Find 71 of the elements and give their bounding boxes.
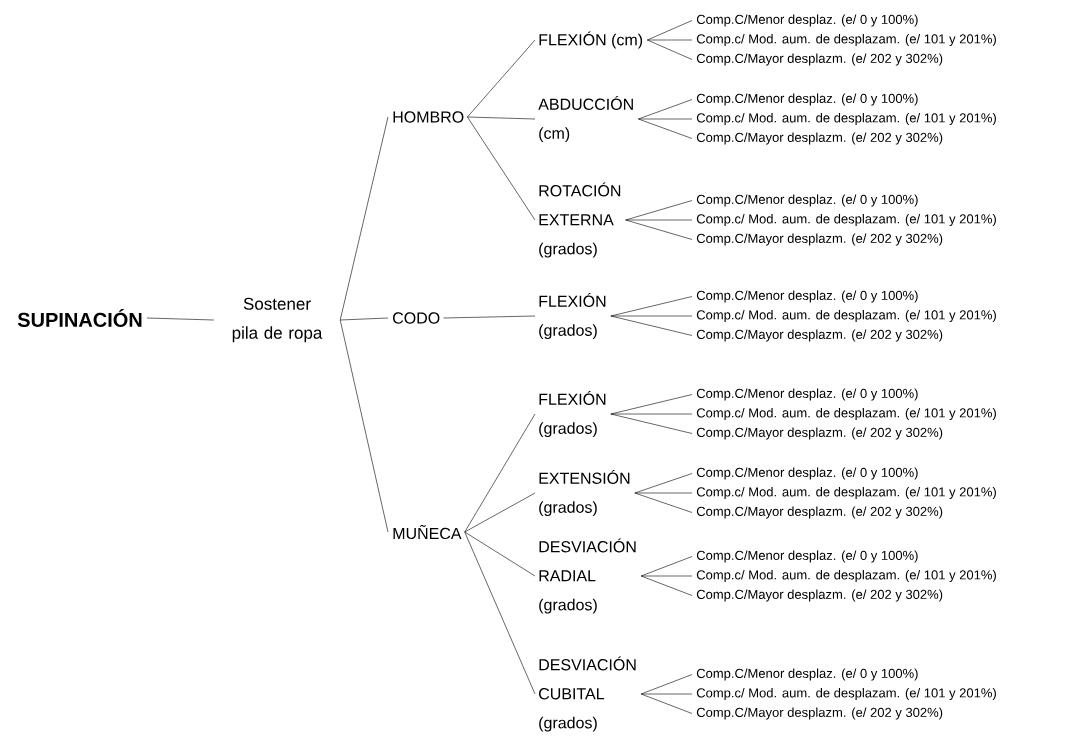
category-label: Comp.c/ Mod. aum. de desplazam. (e/ 101 y 201%)	[696, 213, 996, 227]
category-label: Comp.C/Mayor desplazm. (e/ 202 y 302%)	[696, 427, 943, 440]
category-label: Comp.c/ Mod. aum. de desplazam. (e/ 101 y 201%)	[696, 33, 996, 47]
connector-line	[467, 39, 536, 118]
category-label: Comp.C/Mayor desplazm. (e/ 202 y 302%)	[696, 233, 943, 246]
category-label: Comp.C/Mayor desplazm. (e/ 202 y 302%)	[696, 707, 943, 720]
category-label: Comp.C/Mayor desplazm. (e/ 202 y 302%)	[696, 53, 943, 66]
connector-line	[610, 413, 693, 415]
category-label: Comp.C/Mayor desplazm. (e/ 202 y 302%)	[696, 132, 943, 145]
movement-label: FLEXIÓN (cm)	[539, 31, 643, 49]
connector-line	[634, 473, 693, 494]
connector-line	[625, 219, 693, 240]
connector-line	[640, 575, 693, 577]
connector-line	[647, 39, 693, 60]
movement-label: EXTENSIÓN (grados)	[539, 469, 630, 517]
movement-label: FLEXIÓN (grados)	[539, 292, 606, 340]
connector-line	[625, 200, 693, 221]
category-label: Comp.C/Mayor desplazm. (e/ 202 y 302%)	[696, 506, 943, 519]
movement-label: FLEXIÓN (grados)	[539, 390, 606, 438]
category-label: Comp.C/Menor desplaz. (e/ 0 y 100%)	[696, 93, 918, 106]
connector-line	[610, 413, 693, 434]
joint-label: MUÑECA	[393, 524, 462, 540]
connector-line	[634, 492, 693, 494]
category-label: Comp.C/Menor desplaz. (e/ 0 y 100%)	[696, 290, 918, 303]
category-label: Comp.C/Menor desplaz. (e/ 0 y 100%)	[696, 668, 918, 681]
connector-line	[339, 317, 389, 321]
connector-line	[464, 531, 536, 695]
connector-line	[640, 693, 693, 695]
connector-line	[464, 413, 536, 533]
connector-line	[464, 531, 536, 577]
connector-line	[640, 575, 693, 596]
connector-line	[640, 693, 693, 714]
category-label: Comp.c/ Mod. aum. de desplazam. (e/ 101 y 201%)	[696, 687, 996, 701]
movement-label: ABDUCCIÓN (cm)	[538, 95, 633, 143]
connector-line	[610, 315, 693, 336]
connector-line	[638, 99, 693, 120]
connector-line	[610, 315, 693, 317]
movement-label: DESVIACIÓN RADIAL (grados)	[539, 538, 636, 614]
category-label: Comp.C/Menor desplaz. (e/ 0 y 100%)	[696, 388, 918, 401]
category-label: Comp.C/Mayor desplazm. (e/ 202 y 302%)	[696, 329, 943, 342]
root-label: SUPINACIÓN	[17, 309, 142, 327]
connector-line	[464, 492, 536, 533]
category-label: Comp.C/Menor desplaz. (e/ 0 y 100%)	[696, 467, 918, 480]
category-label: Comp.C/Menor desplaz. (e/ 0 y 100%)	[696, 194, 918, 207]
category-label: Comp.C/Menor desplaz. (e/ 0 y 100%)	[696, 14, 918, 27]
connector-line	[647, 39, 693, 41]
connector-line	[638, 118, 693, 120]
connector-line	[634, 492, 693, 513]
category-label: Comp.c/ Mod. aum. de desplazam. (e/ 101 y 201%)	[696, 486, 996, 500]
movement-label: DESVIACIÓN CUBITAL (grados)	[539, 656, 636, 732]
connector-line	[146, 317, 215, 321]
connector-line	[625, 219, 693, 221]
category-label: Comp.c/ Mod. aum. de desplazam. (e/ 101 y 201%)	[696, 407, 996, 421]
task-label: Sostener pila de ropa	[232, 297, 323, 343]
joint-label: CODO	[393, 312, 440, 324]
connector-line	[467, 116, 536, 120]
connector-line	[339, 116, 389, 321]
connector-line	[647, 20, 693, 41]
movement-label: ROTACIÓN EXTERNA (grados)	[539, 182, 621, 258]
category-label: Comp.c/ Mod. aum. de desplazam. (e/ 101 y 201%)	[696, 569, 996, 583]
connector-line	[467, 116, 536, 221]
joint-label: HOMBRO	[393, 111, 464, 123]
category-label: Comp.C/Mayor desplazm. (e/ 202 y 302%)	[696, 589, 943, 602]
connector-line	[640, 674, 693, 695]
category-label: Comp.c/ Mod. aum. de desplazam. (e/ 101 y 201%)	[696, 309, 996, 323]
connector-line	[640, 556, 693, 577]
connector-line	[443, 315, 536, 319]
connector-line	[339, 319, 389, 533]
category-label: Comp.c/ Mod. aum. de desplazam. (e/ 101 y 201%)	[696, 112, 996, 126]
category-label: Comp.C/Menor desplaz. (e/ 0 y 100%)	[696, 550, 918, 563]
connector-line	[638, 118, 693, 139]
